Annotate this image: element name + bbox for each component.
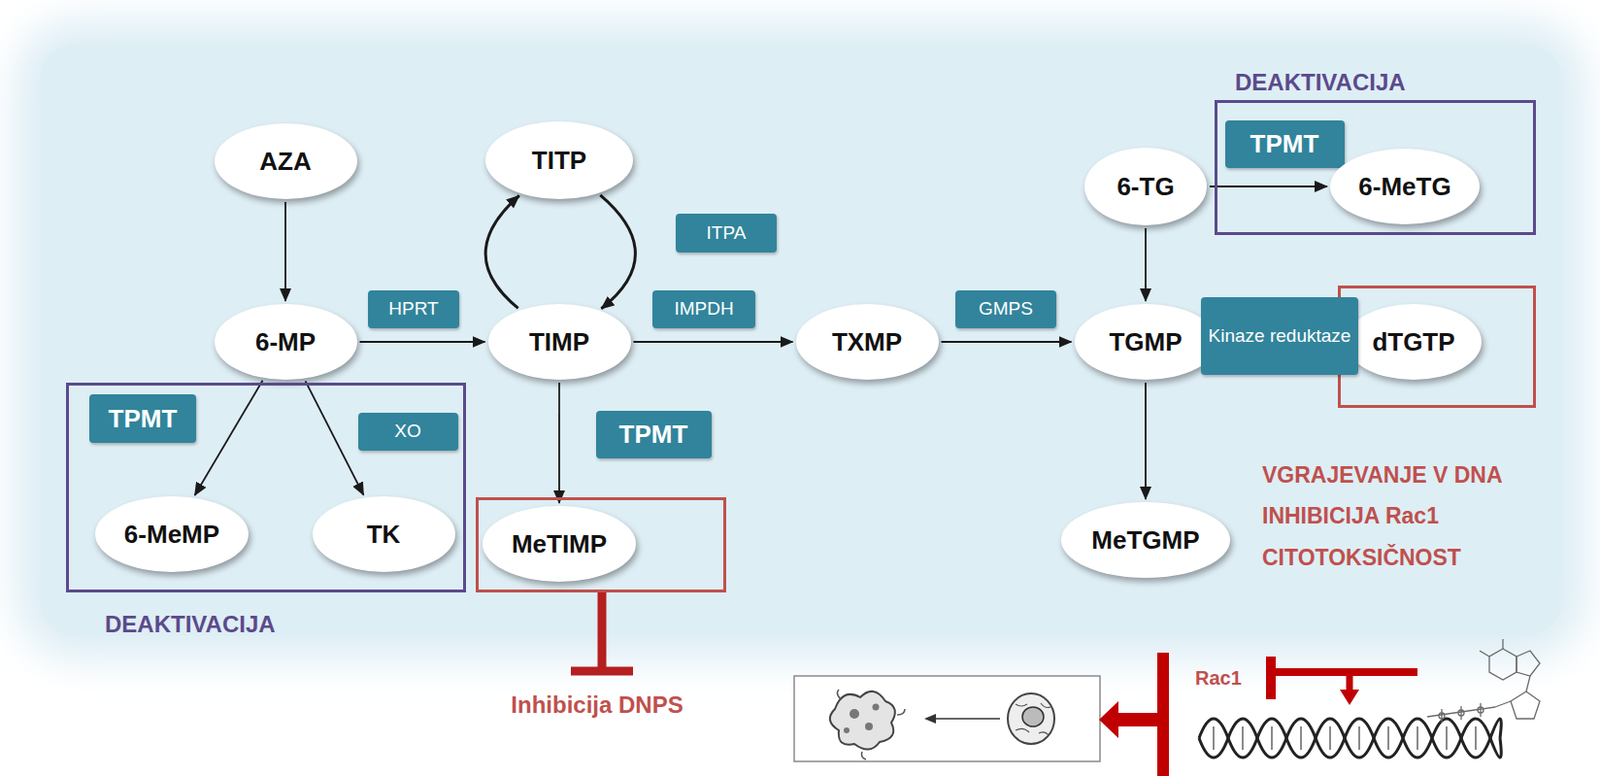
dna-rungs [1213, 726, 1476, 750]
metabolite-name: TIMP [529, 327, 590, 358]
metabolite-ellipse: 6-MeMP [95, 496, 249, 572]
enzyme-name: TPMT [619, 419, 689, 450]
metabolite-name: dTGTP [1371, 327, 1455, 358]
cell [1007, 693, 1055, 744]
metabolite-ellipse: TITP [485, 121, 634, 200]
reaction-arrow [941, 340, 1072, 343]
active-metabolite-box: MeTIMP [475, 497, 727, 593]
nucleotide-structure [1427, 638, 1540, 723]
enzyme-name: ITPA [706, 222, 747, 244]
inhibition-bar [570, 666, 634, 676]
cell-arrow-head [924, 713, 936, 724]
enzyme-label: XO [358, 412, 459, 451]
metabolite-name: TK [366, 519, 401, 550]
rac1-inhibition-bar [1266, 656, 1276, 700]
incorporation-arrow [1346, 671, 1354, 692]
metabolite-ellipse: 6-MP [214, 303, 358, 380]
enzyme-label: TPMT [1225, 120, 1345, 168]
reaction-arrow [633, 340, 794, 343]
effect-label: Inhibicija DNPS [510, 691, 683, 720]
reaction-arrow [558, 382, 561, 503]
metabolite-ellipse: TK [312, 496, 456, 572]
box-heading: DEAKTIVACIJA [1234, 68, 1406, 97]
metabolite-name: TXMP [832, 327, 902, 358]
enzyme-name: GMPS [978, 298, 1034, 320]
enzyme-label: HPRT [367, 290, 460, 329]
dna-strand [1199, 718, 1501, 758]
enzyme-name: TPMT [1250, 129, 1320, 160]
box-heading: DEAKTIVACIJA [104, 610, 276, 638]
deactivation-box: DEAKTIVACIJATPMTXO6-MeMPTK [66, 382, 467, 593]
metabolite-ellipse: 6-MeTG [1330, 148, 1480, 225]
fragment [843, 727, 850, 734]
fragment [849, 708, 860, 719]
effect-label: VGRAJEVANJE V DNA [1262, 462, 1503, 490]
enzyme-name: HPRT [388, 298, 438, 320]
metabolite-ellipse: MeTIMP [482, 505, 636, 582]
metabolite-name: 6-MP [255, 327, 316, 358]
metabolite-name: 6-MeMP [124, 519, 220, 550]
metabolite-ellipse: TGMP [1074, 303, 1218, 380]
dna-strand [1199, 718, 1501, 758]
metabolite-name: MeTGMP [1091, 525, 1200, 556]
deactivation-box: DEAKTIVACIJATPMT6-MeTG [1214, 100, 1536, 235]
effect-label: Rac1 [1195, 666, 1242, 690]
reaction-arrow [600, 195, 635, 309]
incorporation-arrow-head [1339, 689, 1360, 705]
fragment [872, 703, 880, 711]
reaction-arrow [360, 340, 486, 343]
effect-arrow-head [1099, 700, 1119, 738]
metabolite-ellipse: TXMP [796, 303, 939, 380]
enzyme-label: TPMT [596, 410, 712, 459]
organelles [1015, 702, 1051, 735]
inhibition-bar [1157, 652, 1169, 776]
blebs [836, 689, 905, 760]
metabolite-name: 6-MeTG [1358, 171, 1451, 202]
metabolite-ellipse: 6-TG [1084, 147, 1207, 226]
metabolite-ellipse: AZA [214, 123, 358, 200]
enzyme-label: TPMT [89, 394, 197, 443]
metabolite-ellipse: MeTGMP [1061, 501, 1232, 578]
enzyme-name: TPMT [108, 403, 178, 434]
metabolite-name: TGMP [1108, 327, 1182, 358]
enzyme-label: ITPA [675, 213, 777, 253]
reaction-arrow [305, 380, 365, 495]
enzyme-name: Kinaze reduktaze [1208, 325, 1352, 347]
metabolite-name: TITP [532, 145, 587, 176]
inhibition-line [598, 592, 607, 669]
effect-label: INHIBICIJA Rac1 [1262, 502, 1439, 531]
enzyme-name: IMPDH [673, 298, 734, 320]
reaction-arrow [1144, 228, 1147, 301]
cell-frame [794, 675, 1100, 762]
reaction-arrow [485, 195, 520, 308]
apoptotic-cell [830, 691, 896, 750]
cell-arrow [933, 717, 1000, 720]
reaction-arrow [1144, 382, 1147, 500]
metabolite-name: 6-TG [1116, 171, 1174, 202]
enzyme-label: GMPS [955, 290, 1057, 329]
reaction-arrow [284, 201, 287, 301]
fragment [865, 722, 873, 731]
metabolite-ellipse: dTGTP [1345, 303, 1483, 380]
reaction-arrow [1209, 185, 1328, 188]
metabolite-name: AZA [259, 146, 311, 177]
enzyme-label: IMPDH [652, 290, 756, 329]
reaction-arrow [195, 380, 264, 496]
metabolite-ellipse: TIMP [488, 303, 632, 380]
effect-arrow [1116, 712, 1158, 727]
enzyme-name: XO [394, 420, 421, 442]
metabolite-name: MeTIMP [511, 529, 607, 560]
enzyme-label: Kinaze reduktaze [1200, 297, 1360, 375]
effect-label: CITOTOKSIČNOST [1262, 544, 1462, 572]
active-metabolite-box: dTGTP [1337, 285, 1536, 408]
nucleus [1022, 706, 1044, 727]
